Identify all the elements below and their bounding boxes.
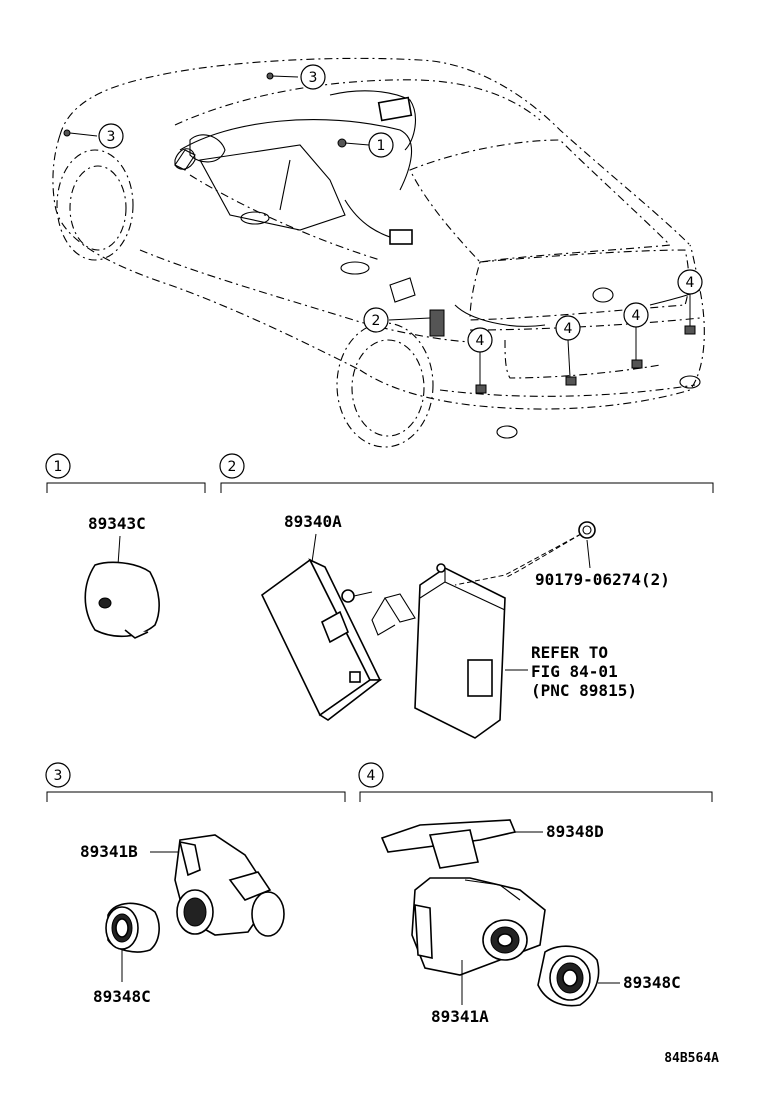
refer-to-line3: (PNC 89815) xyxy=(531,681,637,700)
bezel-89348C-3-drawing xyxy=(105,902,160,953)
part-number-89341B: 89341B xyxy=(80,842,138,861)
part-number-89348C-3: 89348C xyxy=(93,987,151,1006)
section-4: 4 89348D 89341A 89348C xyxy=(358,762,713,1026)
section-1: 1 89343C xyxy=(45,453,206,639)
callout-3-car-front: 3 xyxy=(98,123,124,149)
bezel-89348C-4-drawing xyxy=(537,945,600,1007)
computer-unit-drawing xyxy=(260,558,383,721)
section-1-number: 1 xyxy=(54,459,63,475)
callout-3-car-roof: 3 xyxy=(300,64,326,90)
callout-4-car-a: 4 xyxy=(467,327,493,353)
sensor-89341B-drawing xyxy=(174,834,285,937)
svg-text:1: 1 xyxy=(377,138,386,154)
svg-text:3: 3 xyxy=(107,129,116,145)
figure-code: 84B564A xyxy=(664,1051,719,1066)
refer-to-line1: REFER TO xyxy=(531,643,608,662)
bracket-drawing xyxy=(371,593,416,636)
callout-2-car: 2 xyxy=(363,307,389,333)
part-number-89340A: 89340A xyxy=(284,512,342,531)
section-2-number: 2 xyxy=(228,459,237,475)
section-2: 2 89340A xyxy=(219,453,714,739)
svg-text:3: 3 xyxy=(309,70,318,86)
svg-text:4: 4 xyxy=(632,308,641,324)
part-number-89348C-4: 89348C xyxy=(623,973,681,992)
part-number-89348D: 89348D xyxy=(546,822,604,841)
refer-to-line2: FIG 84-01 xyxy=(531,662,618,681)
svg-text:4: 4 xyxy=(564,321,573,337)
receiver-module-drawing xyxy=(414,563,506,739)
part-number-89343C: 89343C xyxy=(88,514,146,533)
section-4-number: 4 xyxy=(367,768,376,784)
callout-4-car-c: 4 xyxy=(623,302,649,328)
callout-1-car: 1 xyxy=(368,132,394,158)
part-number-90179-06274: 90179-06274(2) xyxy=(535,570,670,589)
callout-4-car-b: 4 xyxy=(555,315,581,341)
bolt-drawing xyxy=(454,521,596,586)
cover-part-drawing xyxy=(84,561,160,639)
sensor-89341A-drawing xyxy=(411,877,546,976)
part-number-89341A: 89341A xyxy=(431,1007,489,1026)
svg-text:4: 4 xyxy=(686,275,695,291)
section-3: 3 89341B 89348C xyxy=(45,762,346,1006)
car-overview-drawing: 1 3 3 2 4 4 4 4 xyxy=(52,57,705,448)
callout-4-car-d: 4 xyxy=(677,269,703,295)
bracket-89348D-drawing xyxy=(380,819,517,869)
section-3-number: 3 xyxy=(54,768,63,784)
svg-text:2: 2 xyxy=(372,313,381,329)
svg-text:4: 4 xyxy=(476,333,485,349)
